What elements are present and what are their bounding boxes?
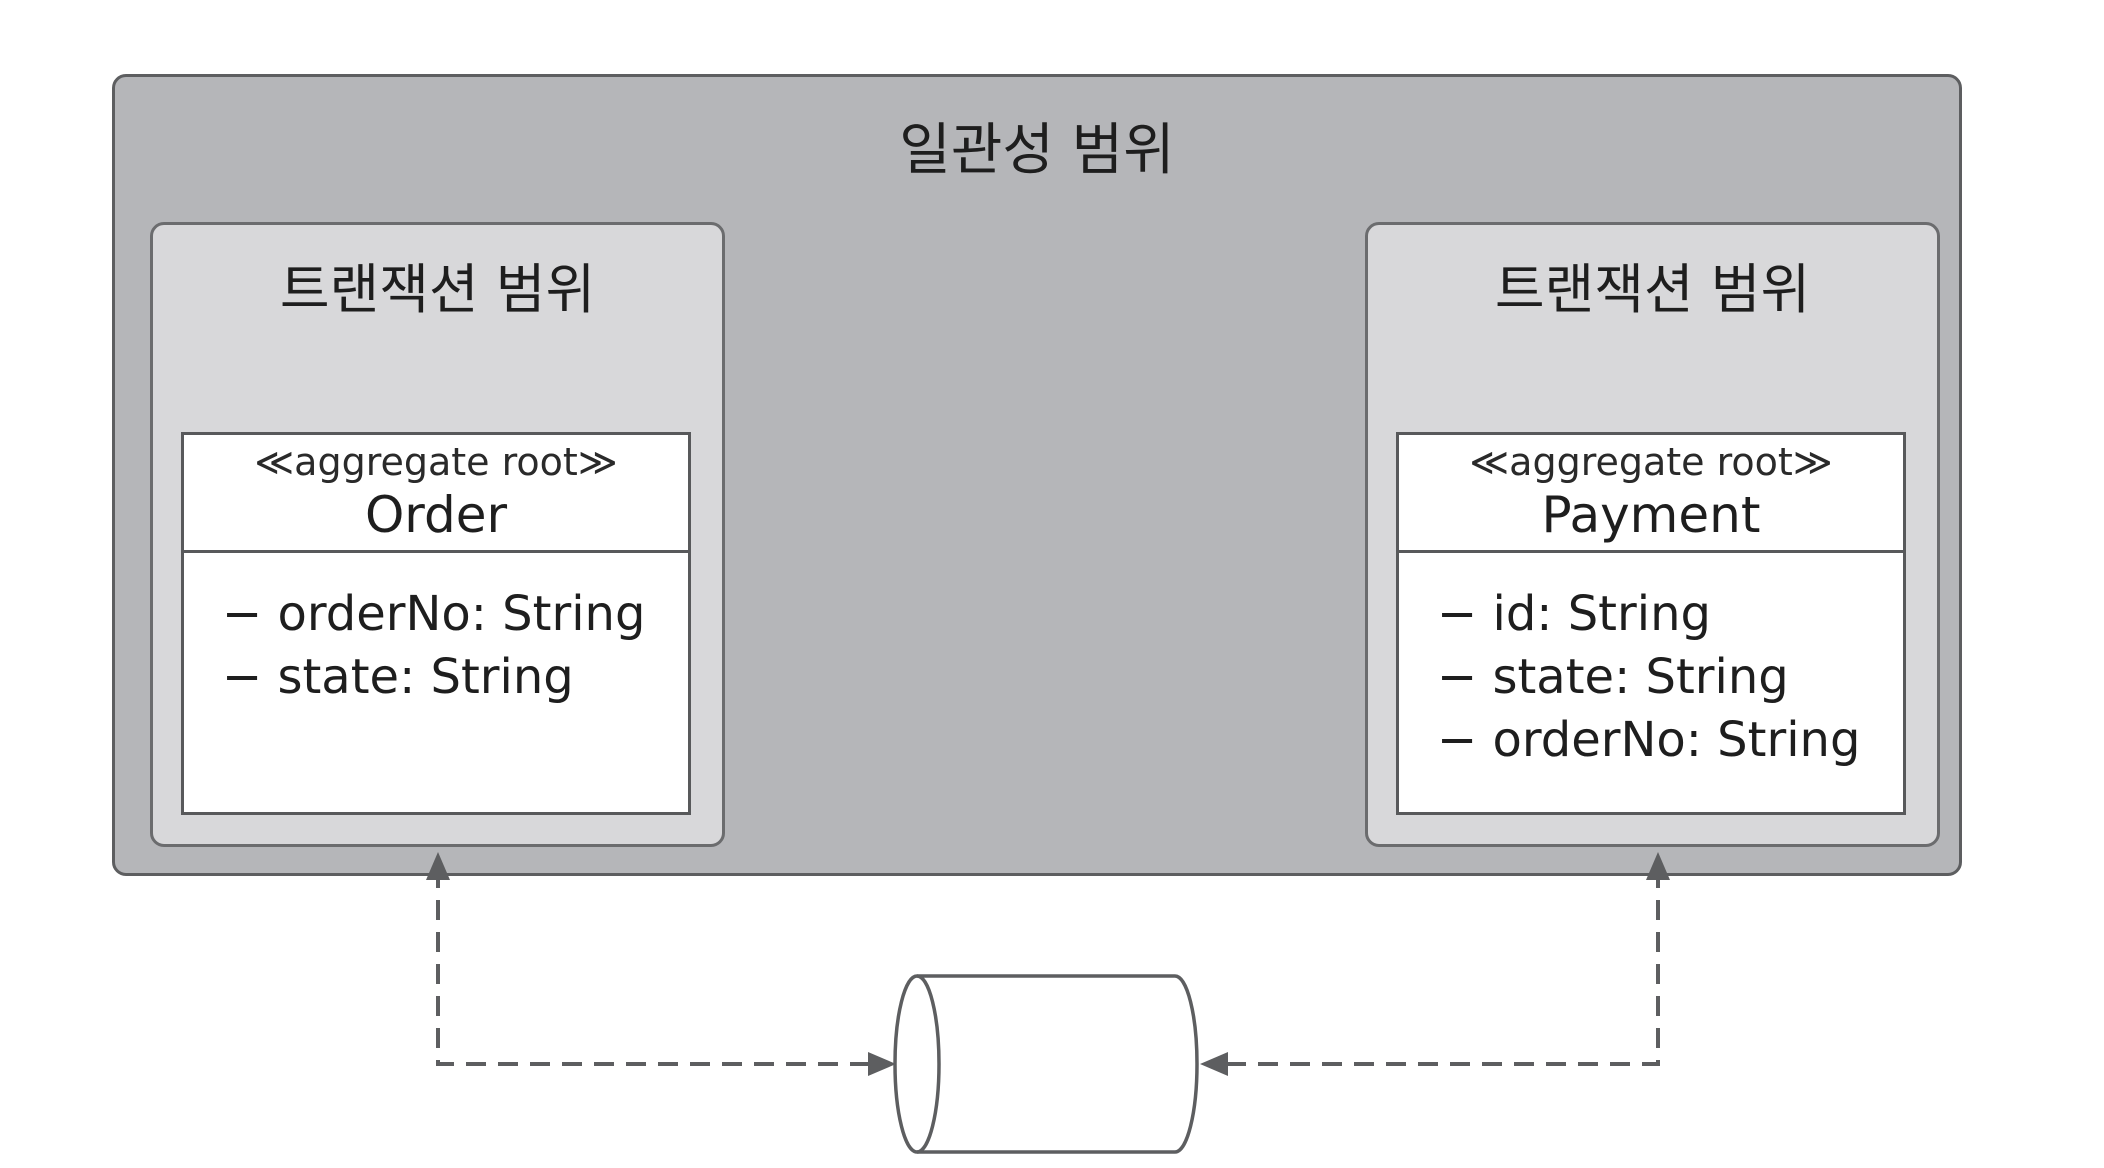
class-attribute: − orderNo: String [1437, 712, 1861, 768]
database-cylinder-icon [893, 974, 1199, 1154]
dashed-connector-line [1216, 868, 1660, 1066]
class-stereotype: ≪aggregate root≫ [1469, 440, 1833, 484]
class-stereotype: ≪aggregate root≫ [254, 440, 618, 484]
class-attributes: − orderNo: String − state: String [184, 553, 688, 709]
class-attributes: − id: String − state: String − orderNo: … [1399, 553, 1903, 772]
consistency-scope-title: 일관성 범위 [899, 118, 1175, 183]
transaction-scope-payment: 트랜잭션 범위 ≪aggregate root≫ Payment − id: S… [1365, 222, 1940, 847]
arrowhead-icon [426, 852, 450, 880]
transaction-scope-order: 트랜잭션 범위 ≪aggregate root≫ Order − orderNo… [150, 222, 725, 847]
arrowhead-icon [868, 1052, 896, 1076]
transaction-scope-title: 트랜잭션 범위 [1494, 258, 1811, 321]
class-name: Order [364, 486, 508, 544]
payment-to-database-connector [1200, 852, 1670, 1076]
arrowhead-icon [1200, 1052, 1228, 1076]
class-attribute: − orderNo: String [222, 586, 646, 642]
order-to-database-connector [426, 852, 896, 1076]
class-name: Payment [1541, 486, 1761, 544]
class-header: ≪aggregate root≫ Order [184, 435, 688, 553]
dashed-connector-line [436, 868, 880, 1066]
payment-aggregate-class: ≪aggregate root≫ Payment − id: String − … [1396, 432, 1906, 815]
order-aggregate-class: ≪aggregate root≫ Order − orderNo: String… [181, 432, 691, 815]
class-attribute: − state: String [222, 649, 574, 705]
arrowhead-icon [1646, 852, 1670, 880]
class-header: ≪aggregate root≫ Payment [1399, 435, 1903, 553]
transaction-scope-title: 트랜잭션 범위 [279, 258, 596, 321]
class-attribute: − state: String [1437, 649, 1789, 705]
class-attribute: − id: String [1437, 586, 1711, 642]
